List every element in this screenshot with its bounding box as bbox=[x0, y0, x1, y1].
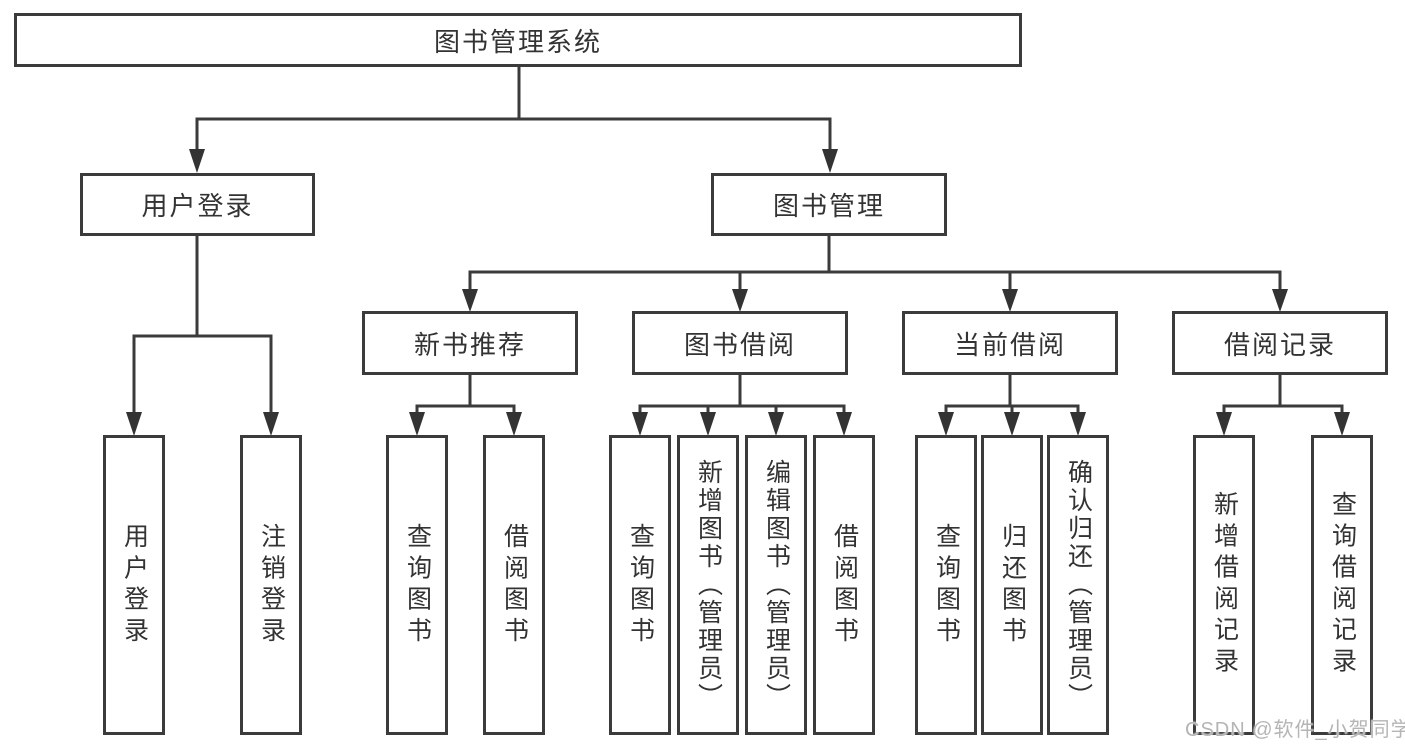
connector-newbooks-to-leaves bbox=[415, 375, 516, 414]
leaf-confirm-return-admin: 确认归还（管理员） bbox=[1047, 435, 1109, 735]
leaf-user-login-label: 用户登录 bbox=[120, 522, 149, 648]
leaf-borrow-edit-admin: 编辑图书（管理员） bbox=[745, 435, 807, 735]
leaf-newbooks-borrow-label: 借阅图书 bbox=[500, 522, 529, 648]
leaf-logout-label: 注销登录 bbox=[257, 522, 286, 648]
leaf-return-book: 归还图书 bbox=[981, 435, 1043, 735]
leaf-newbooks-query: 查询图书 bbox=[386, 435, 448, 735]
leaf-borrow-book: 借阅图书 bbox=[813, 435, 875, 735]
leaf-logout: 注销登录 bbox=[240, 435, 302, 735]
connector-records-to-leaves bbox=[1222, 375, 1344, 414]
arrowheads bbox=[126, 149, 1350, 436]
csdn-watermark: CSDN @软件_小贺同学 bbox=[1185, 719, 1405, 741]
leaf-borrow-add-admin: 新增图书（管理员） bbox=[677, 435, 739, 735]
node-borrow-records: 借阅记录 bbox=[1172, 311, 1388, 375]
leaf-return-book-label: 归还图书 bbox=[998, 522, 1027, 648]
connector-bookborrow-to-leaves bbox=[638, 375, 846, 414]
node-root-system: 图书管理系统 bbox=[14, 13, 1022, 67]
node-book-management: 图书管理 bbox=[711, 173, 947, 236]
leaf-user-login: 用户登录 bbox=[103, 435, 165, 735]
node-user-login: 用户登录 bbox=[80, 173, 315, 236]
leaf-add-record: 新增借阅记录 bbox=[1193, 435, 1255, 735]
connector-bookmgmt-to-level3 bbox=[468, 236, 1282, 292]
leaf-borrow-book-label: 借阅图书 bbox=[830, 522, 859, 648]
leaf-query-record-label: 查询借阅记录 bbox=[1328, 491, 1357, 679]
leaf-borrow-query: 查询图书 bbox=[609, 435, 671, 735]
node-book-borrow: 图书借阅 bbox=[632, 311, 848, 375]
node-new-book-recommend: 新书推荐 bbox=[362, 311, 578, 375]
leaf-current-query: 查询图书 bbox=[915, 435, 977, 735]
leaf-borrow-add-admin-label: 新增图书（管理员） bbox=[694, 459, 723, 711]
leaf-borrow-edit-admin-label: 编辑图书（管理员） bbox=[762, 459, 791, 711]
leaf-confirm-return-admin-label: 确认归还（管理员） bbox=[1064, 459, 1093, 711]
connector-root-to-level2 bbox=[195, 67, 832, 152]
leaf-borrow-query-label: 查询图书 bbox=[626, 522, 655, 648]
leaf-newbooks-query-label: 查询图书 bbox=[403, 522, 432, 648]
leaf-query-record: 查询借阅记录 bbox=[1311, 435, 1373, 735]
connector-currentborrow-to-leaves bbox=[944, 375, 1080, 414]
connector-userlogin-to-leaves bbox=[132, 236, 273, 414]
leaf-newbooks-borrow: 借阅图书 bbox=[483, 435, 545, 735]
node-current-borrow: 当前借阅 bbox=[902, 311, 1118, 375]
leaf-current-query-label: 查询图书 bbox=[932, 522, 961, 648]
leaf-add-record-label: 新增借阅记录 bbox=[1210, 491, 1239, 679]
